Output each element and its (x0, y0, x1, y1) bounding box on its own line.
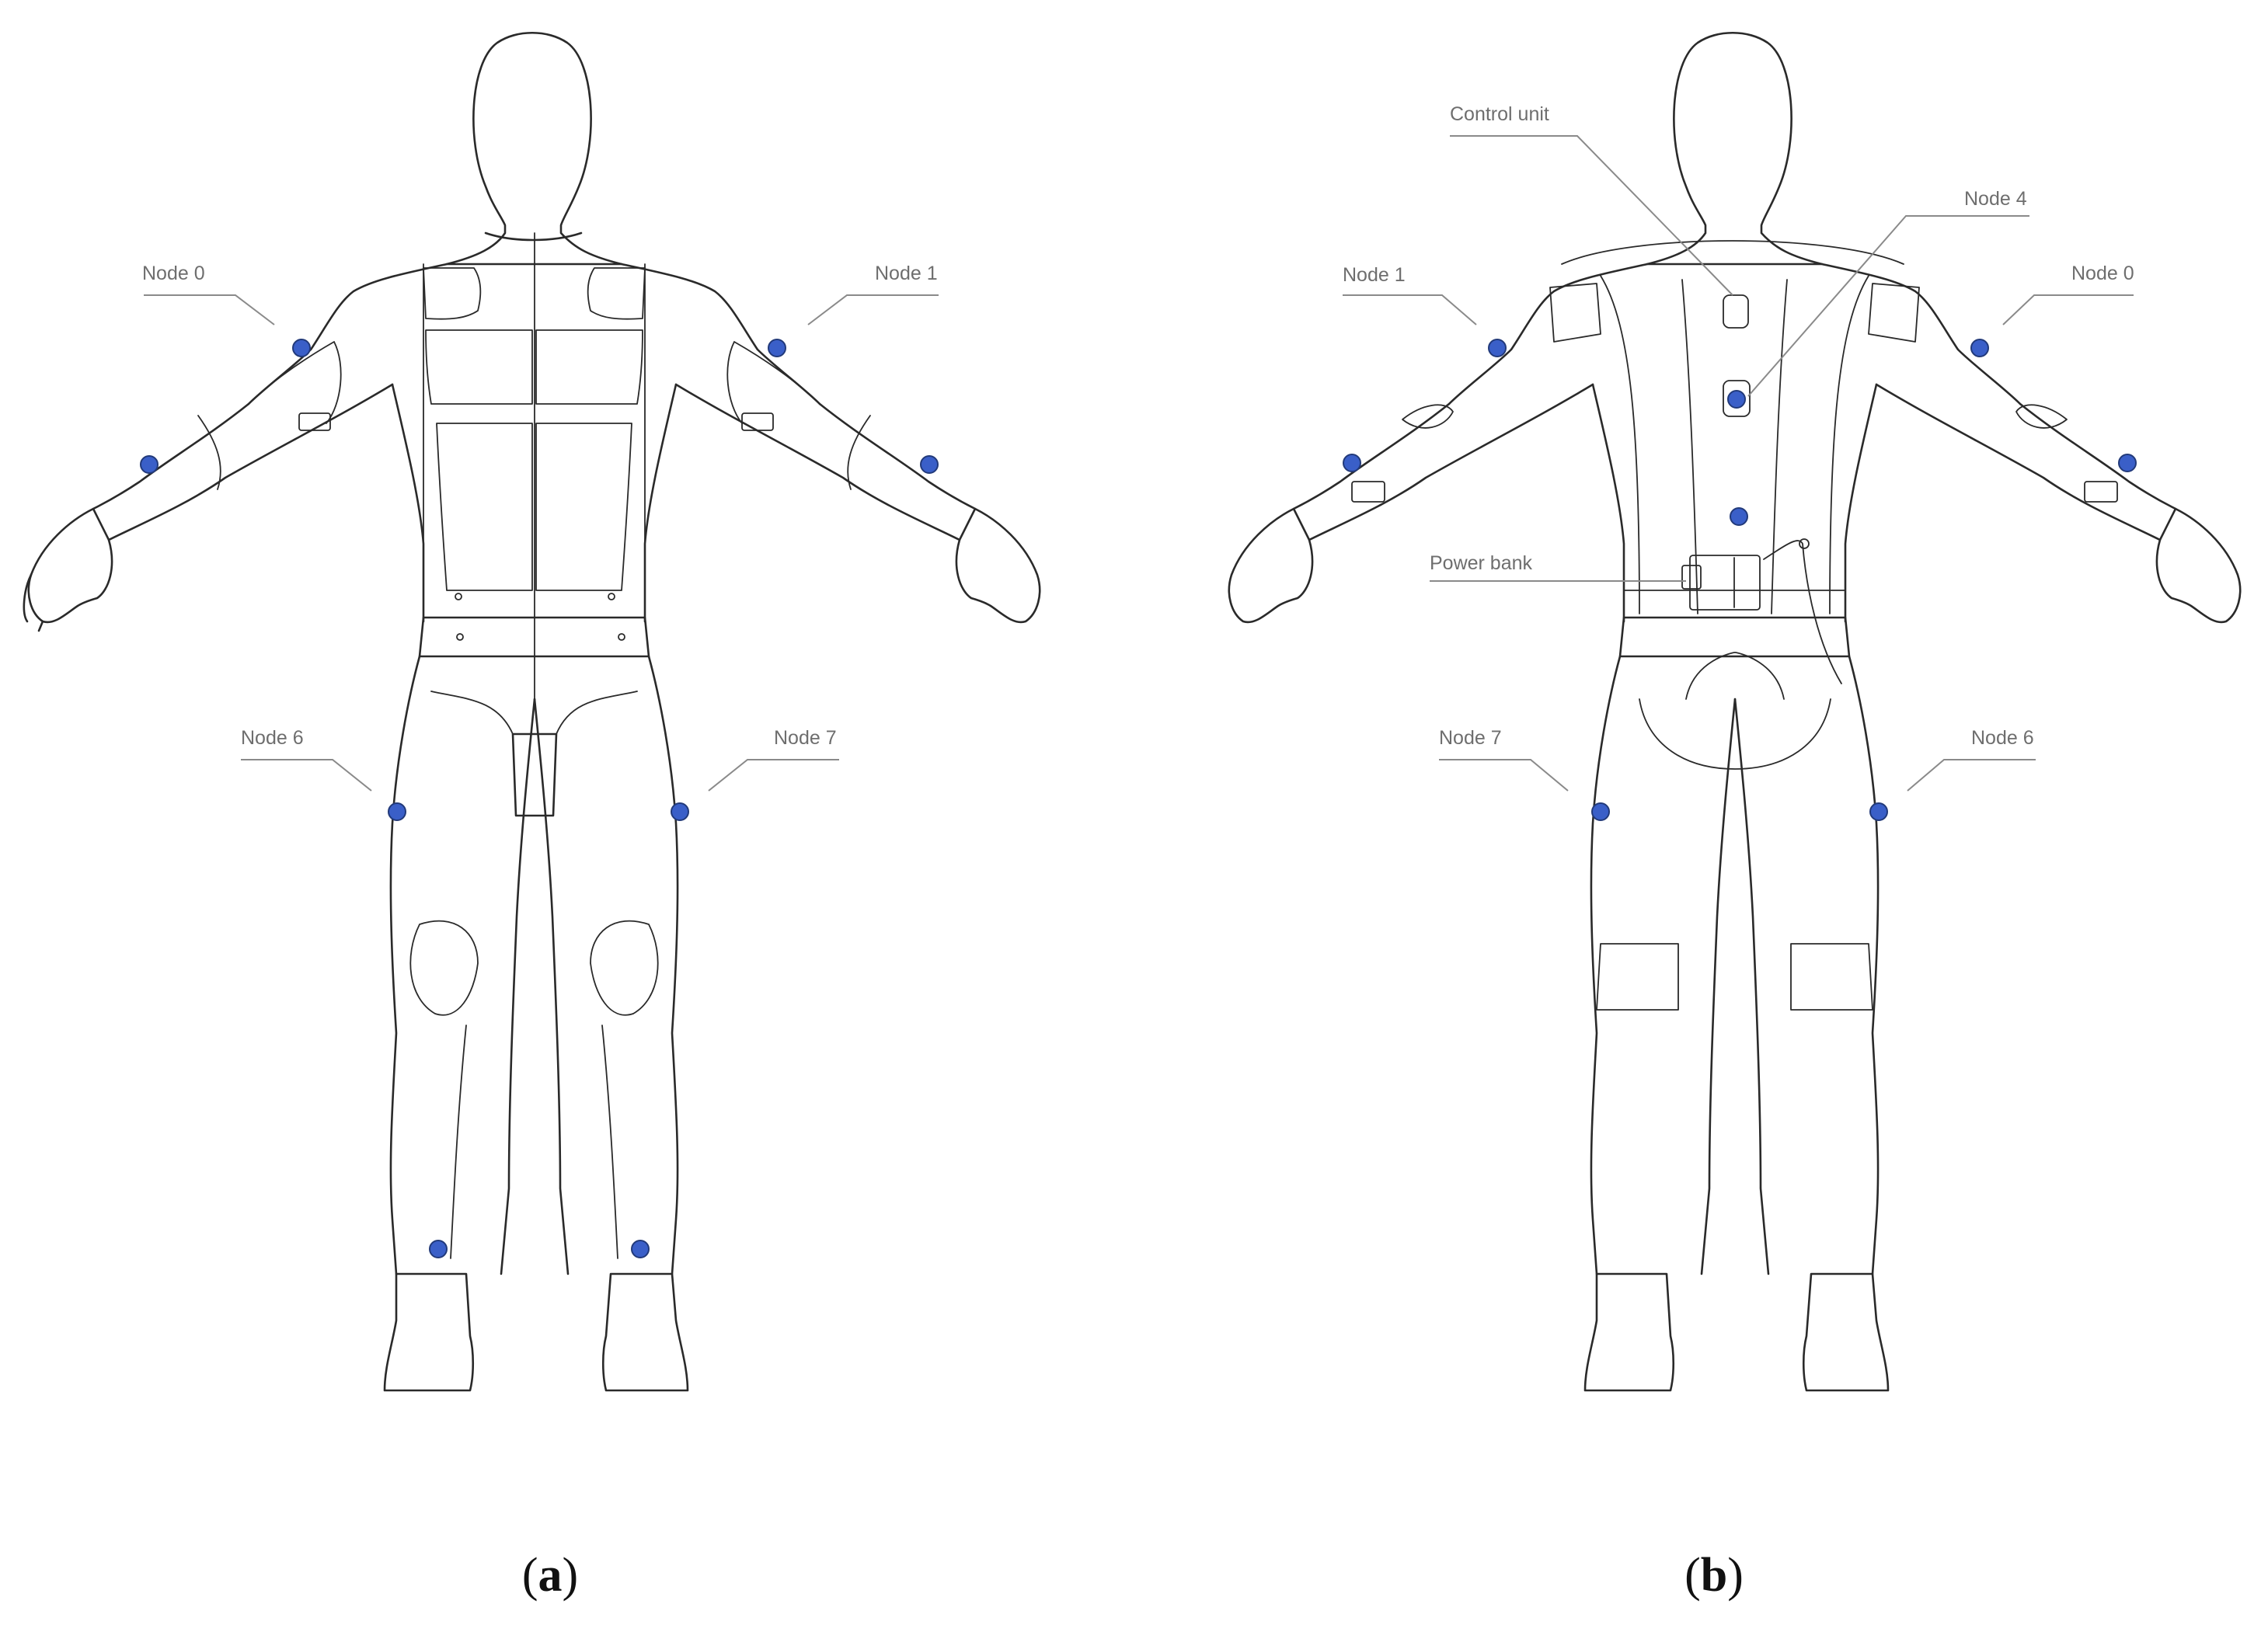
label-node-7-back: Node 7 (1439, 727, 1502, 749)
node-4-back-dot (1727, 390, 1746, 409)
control-unit-pocket (1723, 294, 1749, 329)
back-body-outline (1228, 32, 2242, 1392)
node-front-left-forearm-dot (140, 455, 159, 474)
label-node-0-back: Node 0 (2071, 263, 2134, 284)
power-bank-icon (1689, 555, 1761, 611)
label-node-4-back: Node 4 (1964, 188, 2027, 210)
caption-b: (b) (1684, 1549, 1744, 1602)
leader-lines (144, 135, 2134, 792)
panel-a-front-figure (23, 32, 1041, 1392)
node-0-front-dot (292, 339, 311, 357)
node-7-back-dot (1591, 802, 1610, 821)
node-front-right-forearm-dot (920, 455, 939, 474)
label-node-1-front: Node 1 (875, 263, 938, 284)
label-node-0-front: Node 0 (142, 263, 205, 284)
label-control-unit: Control unit (1450, 103, 1549, 125)
front-panel-seams (197, 232, 871, 1259)
panel-b-back-figure (1228, 32, 2242, 1392)
node-front-left-ankle-dot (429, 1240, 448, 1258)
node-4-pocket (1723, 380, 1751, 417)
node-back-left-forearm-dot (1343, 454, 1361, 472)
node-back-right-forearm-dot (2118, 454, 2137, 472)
node-6-front-dot (388, 802, 406, 821)
label-node-1-back: Node 1 (1343, 264, 1406, 286)
front-body-outline (23, 32, 1041, 1392)
sensor-nodes (140, 339, 2137, 1258)
node-1-back-dot (1488, 339, 1507, 357)
back-panel-seams (1351, 240, 2118, 1011)
node-0-back-dot (1970, 339, 1989, 357)
node-back-lower-dot (1730, 507, 1748, 526)
label-node-6-back: Node 6 (1971, 727, 2034, 749)
node-front-right-ankle-dot (631, 1240, 650, 1258)
caption-a: (a) (522, 1549, 578, 1602)
node-labels: Node 0 Node 1 Node 6 Node 7 Control unit… (142, 103, 2134, 749)
node-6-back-dot (1869, 802, 1888, 821)
node-1-front-dot (768, 339, 786, 357)
label-node-6-front: Node 6 (241, 727, 304, 749)
label-node-7-front: Node 7 (774, 727, 837, 749)
node-7-front-dot (671, 802, 689, 821)
label-power-bank: Power bank (1430, 552, 1533, 574)
